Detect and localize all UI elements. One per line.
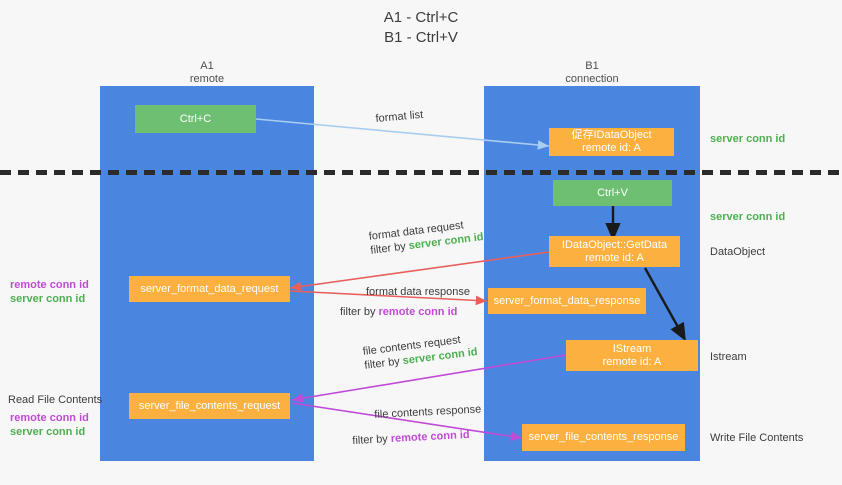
label-format-remote-conn-id: remote conn id [10, 279, 89, 291]
box-istream[interactable]: IStream remote id: A [566, 340, 698, 371]
box-server-format-data-request-label: server_format_data_request [140, 282, 279, 295]
box-ctrl-v[interactable]: Ctrl+V [553, 180, 672, 206]
box-idataobject-getdata-line2: remote id: A [585, 251, 644, 264]
label-format-conn-ids: remote conn id server conn id [10, 278, 96, 306]
box-server-format-data-response-label: server_format_data_response [493, 294, 641, 307]
timeline-divider [0, 170, 842, 175]
box-idataobject-getdata-line1: IDataObject::GetData [561, 238, 668, 251]
title-line-2: B1 - Ctrl+V [384, 29, 458, 46]
box-server-file-contents-response[interactable]: server_file_contents_response [522, 424, 685, 451]
box-ctrl-c[interactable]: Ctrl+C [135, 105, 256, 133]
box-ctrl-c-label: Ctrl+C [179, 112, 212, 125]
box-idataobject-getdata[interactable]: IDataObject::GetData remote id: A [549, 236, 680, 267]
label-format-server-conn-id: server conn id [10, 293, 86, 305]
box-ctrl-v-label: Ctrl+V [597, 186, 628, 199]
label-server-conn-id-mid: server conn id [710, 211, 786, 223]
label-file-conn-ids: remote conn id server conn id [10, 411, 96, 439]
filter-value-remote-conn-id: remote conn id [378, 306, 458, 318]
box-server-file-contents-request[interactable]: server_file_contents_request [129, 393, 290, 419]
page-title: A1 - Ctrl+C B1 - Ctrl+V [0, 8, 842, 48]
box-server-format-data-request[interactable]: server_format_data_request [129, 276, 290, 302]
label-istream: Istream [710, 351, 747, 363]
column-a1-sub: remote [189, 73, 225, 85]
label-file-remote-conn-id: remote conn id [10, 412, 89, 424]
annotation-format-data-response: format data response [366, 286, 470, 298]
filter-prefix: filter by [363, 355, 404, 372]
annotation-file-contents-response: file contents response [374, 403, 482, 421]
label-dataobject: DataObject [710, 246, 766, 258]
annotation-format-data-response-filter: filter by remote conn id [340, 305, 457, 319]
title-line-1: A1 - Ctrl+C [383, 9, 459, 26]
annotation-file-contents-request: file contents request filter by server c… [362, 331, 478, 373]
annotation-format-data-request: format data request filter by server con… [368, 216, 484, 258]
column-b1-sub: connection [565, 73, 619, 85]
column-a1-name: A1 [200, 60, 214, 72]
box-idataobject-create-line2: remote id: A [582, 142, 641, 154]
filter-value-remote-conn-id: remote conn id [390, 428, 470, 445]
box-istream-line2: remote id: A [602, 355, 662, 368]
box-server-format-data-response[interactable]: server_format_data_response [488, 288, 646, 314]
filter-prefix: filter by [369, 240, 410, 257]
box-istream-line1: IStream [612, 342, 652, 355]
box-server-file-contents-response-label: server_file_contents_response [528, 431, 679, 443]
annotation-file-contents-response-filter: filter by remote conn id [352, 428, 470, 448]
filter-prefix: filter by [340, 306, 379, 318]
annotation-format-list: format list [375, 108, 424, 125]
column-header-a1: A1 remote [100, 60, 314, 86]
column-b1-name: B1 [585, 60, 599, 72]
box-server-file-contents-request-label: server_file_contents_request [138, 399, 281, 412]
box-idataobject-create-line1: 促存IDataObject [571, 129, 652, 141]
column-header-b1: B1 connection [484, 60, 700, 86]
label-read-file-contents: Read File Contents [8, 394, 103, 406]
box-idataobject-create[interactable]: 促存IDataObject remote id: A [549, 128, 674, 156]
label-file-server-conn-id: server conn id [10, 426, 86, 438]
label-server-conn-id-top: server conn id [710, 133, 786, 145]
label-write-file-contents: Write File Contents [710, 432, 804, 444]
filter-prefix: filter by [352, 432, 392, 447]
